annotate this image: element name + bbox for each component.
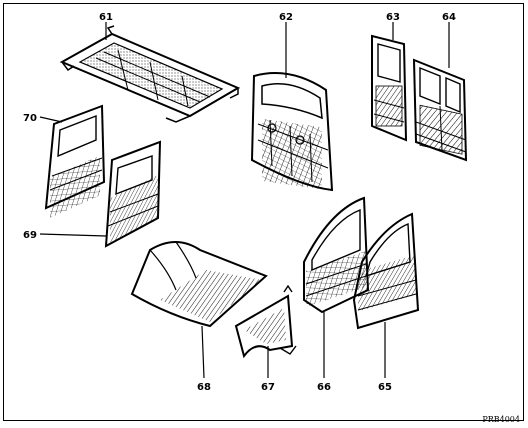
part-68-bonnet — [130, 241, 268, 328]
leader-69 — [39, 233, 107, 237]
leader-70 — [39, 116, 63, 123]
callout-65: 65 — [378, 382, 392, 393]
part-64-rear-door-right — [412, 58, 468, 162]
part-66-front-door-left — [303, 196, 370, 314]
callout-63: 63 — [386, 12, 400, 23]
part-70-side-panel — [44, 104, 106, 218]
callout-64: 64 — [442, 12, 456, 23]
callout-69: 69 — [23, 230, 37, 241]
callout-66: 66 — [317, 382, 331, 393]
part-61-roof-panel — [59, 25, 241, 123]
callout-67: 67 — [261, 382, 275, 393]
part-63-rear-door-left — [371, 34, 408, 142]
callout-68: 68 — [197, 382, 211, 393]
leader-68 — [201, 325, 205, 379]
part-62-tailgate — [250, 72, 334, 192]
callout-61: 61 — [99, 12, 113, 23]
leader-lines — [39, 22, 450, 379]
callout-70: 70 — [23, 113, 37, 124]
callout-62: 62 — [279, 12, 293, 23]
part-69-sliding-door — [104, 140, 162, 248]
part-67-front-wing — [234, 284, 297, 359]
part-65-front-door-right — [352, 212, 420, 330]
diagram-border — [3, 3, 524, 421]
reference-code: PRB4004 — [482, 415, 520, 424]
